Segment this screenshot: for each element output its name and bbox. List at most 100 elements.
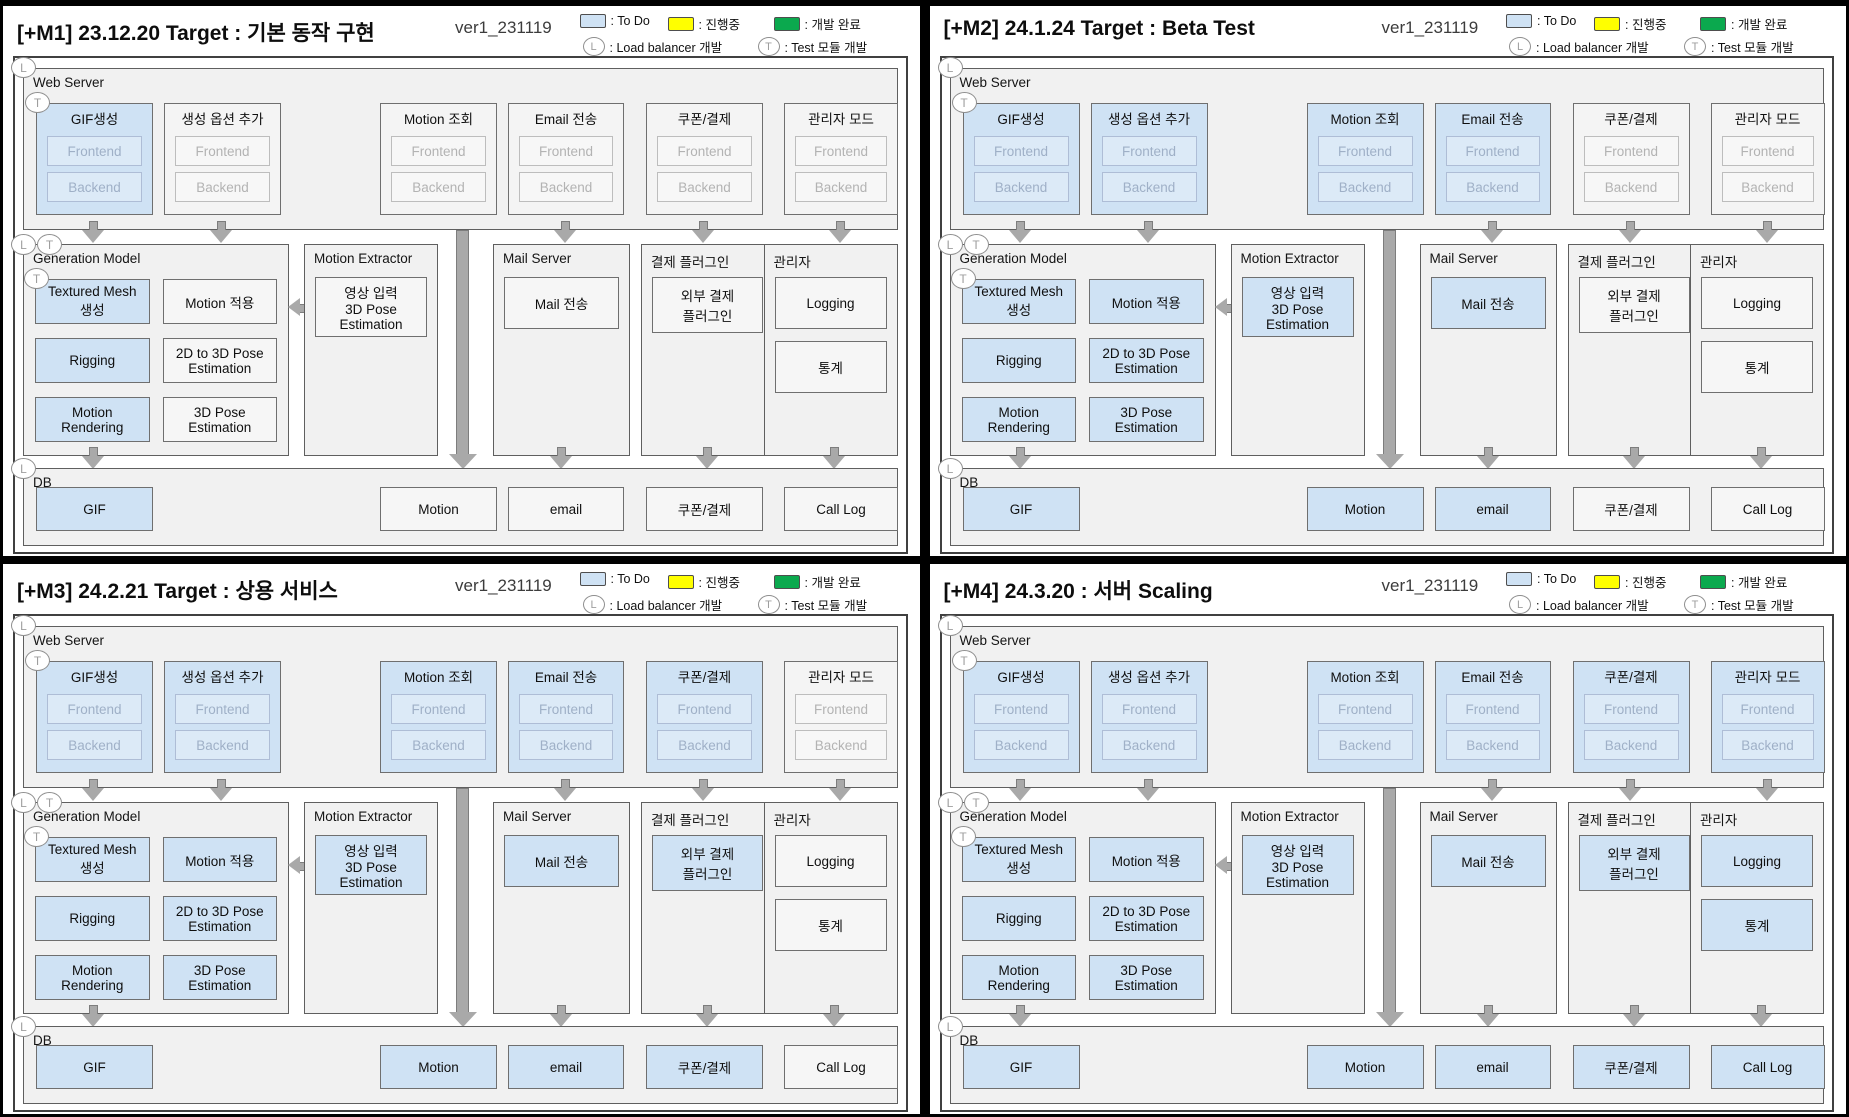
- legend-item-in-progress: : 진행중: [1594, 572, 1666, 591]
- logging-box: Logging: [774, 277, 887, 329]
- web-server-label: Web Server: [959, 75, 1031, 90]
- generation-model-label: Generation Model: [959, 809, 1067, 824]
- test-module-icon: T: [25, 650, 50, 671]
- backend-box: Backend: [391, 730, 486, 760]
- logging-box: Logging: [774, 835, 887, 887]
- milestone-panel: [+M2] 24.1.24 Target : Beta Test ver1_23…: [929, 6, 1846, 556]
- frontend-box: Frontend: [657, 694, 752, 724]
- motion-extractor-section: Motion Extractor 영상 입력 3D Pose Estimatio…: [1230, 802, 1365, 1014]
- payment-plugin-section: 결제 플러그인 외부 결제 플러그인: [1567, 244, 1701, 456]
- legend-done-label: : 개발 완료: [804, 576, 861, 590]
- web-box-label: 쿠폰/결제: [1604, 670, 1658, 685]
- frontend-box: Frontend: [973, 694, 1069, 724]
- logging-box: Logging: [1701, 835, 1813, 887]
- frontend-box: Frontend: [391, 694, 486, 724]
- web-box-label: Motion 조회: [403, 112, 474, 127]
- generation-model-label: Generation Model: [33, 251, 141, 266]
- gen-box-textured-mesh: Textured Mesh 생성: [35, 279, 150, 324]
- web-box-label: GIF생성: [70, 670, 119, 685]
- gen-box-motion-rendering: Motion Rendering: [961, 955, 1076, 1000]
- legend-item-test-module: T : Test 모듈 개발: [1684, 37, 1794, 56]
- gen-box-textured-mesh: Textured Mesh 생성: [961, 279, 1076, 324]
- payment-plugin-label: 결제 플러그인: [651, 813, 730, 828]
- in-progress-swatch: [1594, 16, 1620, 31]
- gen-box-2d-to-3d-pose: 2D to 3D Pose Estimation: [1089, 896, 1204, 941]
- db-box-email: email: [1434, 487, 1551, 531]
- frontend-box: Frontend: [175, 136, 270, 166]
- web-box-label: Email 전송: [534, 670, 598, 685]
- web-box-admin-mode: 관리자 모드 Frontend Backend: [1710, 661, 1825, 773]
- backend-box: Backend: [519, 730, 613, 760]
- gen-box-3d-pose: 3D Pose Estimation: [162, 397, 277, 442]
- down-arrow: [82, 447, 104, 469]
- backend-box: Backend: [47, 172, 142, 202]
- web-box-coupon-payment: 쿠폰/결제 Frontend Backend: [646, 661, 763, 773]
- backend-box: Backend: [795, 730, 887, 760]
- down-arrow: [823, 447, 845, 469]
- legend-test-module-label: : Test 모듈 개발: [1711, 41, 1794, 55]
- down-arrow: [82, 221, 104, 243]
- version-label: ver1_231119: [1381, 576, 1479, 595]
- panel-title: [+M4] 24.3.20 : 서버 Scaling: [943, 580, 1213, 603]
- db-box-gif: GIF: [36, 487, 153, 531]
- down-arrow: [1008, 447, 1031, 469]
- web-box-label: GIF생성: [70, 112, 119, 127]
- db-section: DB GIF Motion email 쿠폰/결제 Call Log: [949, 1026, 1825, 1104]
- payment-plugin-section: 결제 플러그인 외부 결제 플러그인: [641, 802, 774, 1014]
- legend-item-todo: : To Do: [1506, 572, 1576, 586]
- payment-plugin-section: 결제 플러그인 외부 결제 플러그인: [1567, 802, 1701, 1014]
- down-arrow: [1749, 447, 1772, 469]
- db-section: DB GIF Motion email 쿠폰/결제 Call Log: [23, 468, 898, 546]
- load-balancer-icon: L: [11, 792, 36, 813]
- legend-load-balancer-label: : Load balancer 개발: [1536, 599, 1649, 613]
- web-box-coupon-payment: 쿠폰/결제 Frontend Backend: [646, 103, 763, 215]
- thick-down-arrow: [449, 230, 477, 469]
- down-arrow: [692, 779, 714, 801]
- test-module-icon: T: [950, 826, 976, 847]
- backend-box: Backend: [391, 172, 486, 202]
- load-balancer-icon: L: [11, 458, 36, 479]
- db-label: DB: [959, 1033, 979, 1048]
- load-balancer-icon: L: [582, 37, 605, 56]
- down-arrow: [1618, 779, 1641, 801]
- legend: : To Do : 진행중 : 개발 완료 L : Load balancer …: [579, 569, 914, 617]
- legend-item-in-progress: : 진행중: [667, 572, 740, 591]
- done-swatch: [1700, 574, 1726, 589]
- todo-swatch: [1506, 14, 1532, 28]
- frontend-box: Frontend: [1583, 136, 1679, 166]
- done-swatch: [773, 574, 800, 589]
- db-label: DB: [959, 475, 979, 490]
- generation-model-label: Generation Model: [33, 809, 141, 824]
- legend-item-done: : 개발 완료: [773, 572, 861, 591]
- todo-swatch: [579, 14, 606, 28]
- motion-extractor-section: Motion Extractor 영상 입력 3D Pose Estimatio…: [304, 802, 438, 1014]
- legend-in-progress-label: : 진행중: [1625, 18, 1667, 32]
- web-box-email: Email 전송 Frontend Backend: [1434, 661, 1551, 773]
- web-box-label: 생성 옵션 추가: [1107, 670, 1191, 685]
- admin-label: 관리자: [773, 255, 811, 270]
- gen-box-motion-apply: Motion 적용: [162, 837, 277, 882]
- backend-box: Backend: [1101, 730, 1197, 760]
- legend: : To Do : 진행중 : 개발 완료 L : Load balancer …: [1506, 11, 1840, 59]
- frontend-box: Frontend: [1317, 694, 1413, 724]
- external-payment-box: 외부 결제 플러그인: [652, 835, 763, 891]
- load-balancer-icon: L: [937, 458, 963, 479]
- gen-box-textured-mesh: Textured Mesh 생성: [961, 837, 1076, 882]
- web-box-email: Email 전송 Frontend Backend: [1434, 103, 1551, 215]
- frontend-box: Frontend: [1721, 136, 1814, 166]
- legend-todo-label: : To Do: [610, 14, 650, 28]
- web-box-motion-query: Motion 조회 Frontend Backend: [380, 103, 497, 215]
- stats-box: 통계: [1701, 341, 1813, 393]
- frontend-box: Frontend: [973, 136, 1069, 166]
- test-module-icon: T: [24, 268, 49, 289]
- motion-extractor-box: 영상 입력 3D Pose Estimation: [315, 277, 427, 337]
- db-box-coupon-payment: 쿠폰/결제: [646, 1045, 763, 1089]
- load-balancer-icon: L: [937, 792, 963, 813]
- legend-item-load-balancer: L : Load balancer 개발: [582, 37, 722, 56]
- motion-extractor-box: 영상 입력 3D Pose Estimation: [1241, 277, 1354, 337]
- backend-box: Backend: [1317, 730, 1413, 760]
- gen-box-3d-pose: 3D Pose Estimation: [1089, 397, 1204, 442]
- down-arrow: [1480, 221, 1503, 243]
- web-box-email: Email 전송 Frontend Backend: [508, 103, 624, 215]
